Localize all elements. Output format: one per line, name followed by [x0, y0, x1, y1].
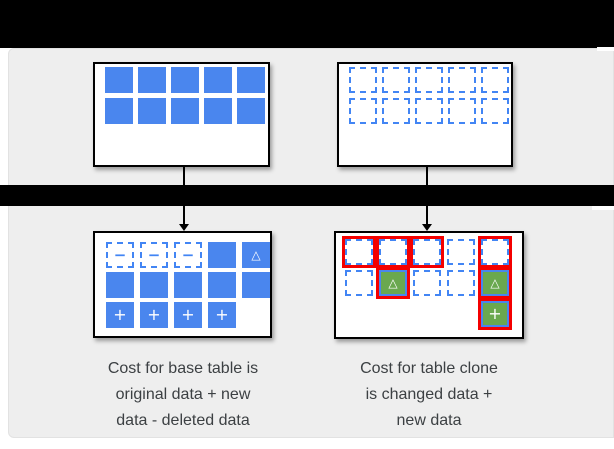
cell-solid	[105, 98, 133, 124]
cell-dashed	[415, 98, 443, 124]
cell-dashed	[349, 98, 377, 124]
cell-dashed	[481, 98, 509, 124]
cell-solid	[237, 67, 265, 93]
cell-row	[105, 67, 268, 93]
cell-dashed-minus: −	[174, 242, 202, 268]
cell-solid	[208, 242, 236, 268]
cell-green-triangle-red: △	[481, 270, 509, 296]
cell-solid	[140, 272, 168, 298]
cell-row: △△	[345, 270, 522, 296]
caption-line: Cost for table clone	[360, 360, 498, 377]
top-black-bar	[0, 0, 614, 48]
base-table-original-box	[93, 62, 270, 167]
minus-icon: −	[181, 245, 195, 264]
cell-solid-triangle: △	[242, 242, 270, 268]
cell-solid	[171, 98, 199, 124]
cell-dashed-red	[481, 239, 509, 265]
base-table-cost-caption: Cost for base table is original data + n…	[81, 356, 285, 434]
delta-icon: △	[490, 276, 500, 290]
cell-row: − − − △	[106, 242, 270, 268]
cell-row	[349, 67, 511, 93]
cell-solid	[105, 67, 133, 93]
cell-dashed-minus: −	[140, 242, 168, 268]
cell-solid-plus: +	[174, 302, 202, 328]
base-table-after-box: − − − △ + + + +	[93, 231, 272, 338]
plus-icon: +	[215, 305, 229, 324]
caption-line: is changed data +	[365, 386, 493, 403]
cell-solid	[138, 98, 166, 124]
caption-line: Cost for base table is	[107, 360, 259, 377]
cell-solid	[242, 272, 270, 298]
cell-dashed	[447, 239, 475, 265]
cell-solid-plus: +	[140, 302, 168, 328]
cell-solid	[171, 67, 199, 93]
cell-dashed-red	[413, 239, 441, 265]
cell-row: +	[345, 301, 522, 327]
cell-solid	[204, 67, 232, 93]
caption-line: new data	[396, 412, 462, 429]
plus-icon: +	[488, 304, 502, 323]
cell-row	[345, 239, 522, 265]
delta-icon: △	[251, 248, 261, 262]
cell-dashed	[415, 67, 443, 93]
plus-icon: +	[113, 305, 127, 324]
minus-icon: −	[147, 245, 161, 264]
cell-row	[105, 98, 268, 124]
cell-solid	[208, 272, 236, 298]
cell-row	[349, 98, 511, 124]
plus-icon: +	[147, 305, 161, 324]
cell-solid	[237, 98, 265, 124]
cell-dashed	[349, 67, 377, 93]
cell-dashed-red	[379, 239, 407, 265]
cell-dashed	[481, 67, 509, 93]
cell-dashed	[382, 98, 410, 124]
cell-solid	[138, 67, 166, 93]
white-notch-top-right	[597, 47, 614, 51]
cell-solid-plus: +	[106, 302, 134, 328]
cell-dashed	[448, 98, 476, 124]
cell-solid	[204, 98, 232, 124]
white-notch-mid-right	[592, 206, 614, 210]
arrow-head-base-table	[179, 224, 189, 231]
cell-row	[106, 272, 270, 298]
cell-solid	[106, 272, 134, 298]
arrow-head-table-clone	[422, 224, 432, 231]
cell-dashed	[345, 270, 373, 296]
cell-dashed	[448, 67, 476, 93]
cell-green-triangle-red: △	[379, 270, 407, 296]
table-clone-initial-box	[337, 62, 513, 167]
table-clone-after-box: △△+	[334, 231, 524, 339]
table-clone-cost-caption: Cost for table clone is changed data + n…	[327, 356, 531, 434]
minus-icon: −	[113, 245, 127, 264]
cell-dashed-red	[345, 239, 373, 265]
cell-dashed	[413, 270, 441, 296]
middle-black-bar	[0, 185, 614, 206]
caption-line: data - deleted data	[116, 412, 250, 429]
cell-dashed-minus: −	[106, 242, 134, 268]
cell-solid	[174, 272, 202, 298]
caption-line: original data + new	[115, 386, 251, 403]
cell-solid-plus: +	[208, 302, 236, 328]
delta-icon: △	[388, 276, 398, 290]
cell-green-plus-red: +	[481, 301, 509, 327]
cell-dashed	[447, 270, 475, 296]
plus-icon: +	[181, 305, 195, 324]
cell-dashed	[382, 67, 410, 93]
cell-row: + + + +	[106, 302, 270, 328]
